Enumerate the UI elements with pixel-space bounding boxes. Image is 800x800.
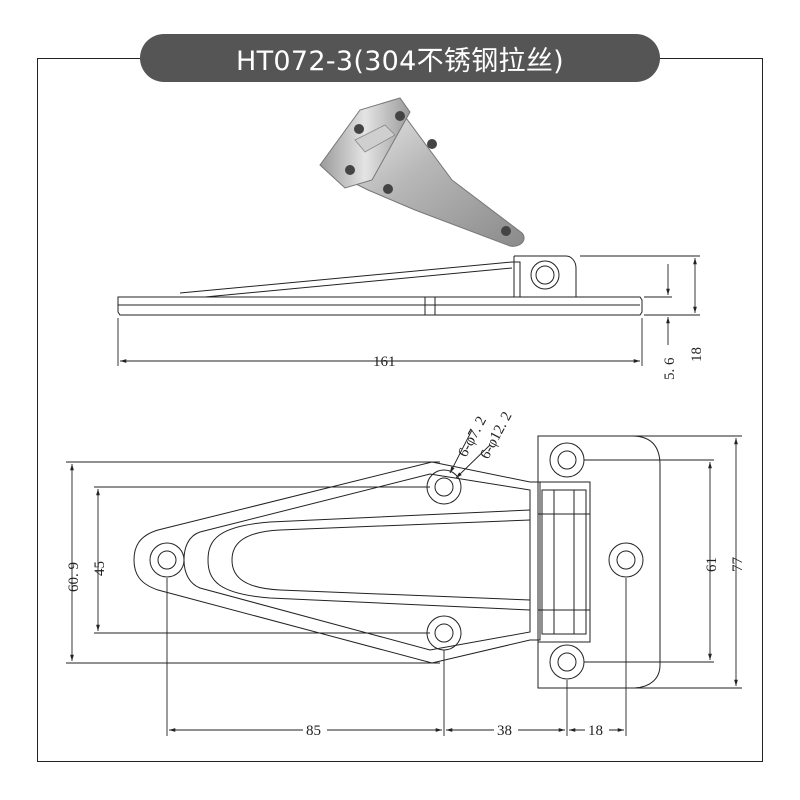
height-label: 18 bbox=[689, 347, 705, 362]
title-badge: HT072-3(304不锈钢拉丝) bbox=[140, 34, 660, 82]
top-dimensions: 6-φ7. 2 6-φ12. 2 60. 9 45 61 77 85 38 18 bbox=[66, 409, 746, 739]
thickness-label: 5. 6 bbox=[662, 357, 678, 380]
hole-large-label: 6-φ12. 2 bbox=[477, 409, 515, 462]
height-outer-label: 60. 9 bbox=[66, 562, 82, 592]
pitch-a-label: 85 bbox=[306, 723, 321, 739]
side-dimensions: 161 5. 6 18 bbox=[117, 255, 705, 380]
product-title: HT072-3(304不锈钢拉丝) bbox=[236, 45, 564, 77]
top-view bbox=[133, 435, 661, 689]
plate-inner-label: 61 bbox=[704, 557, 720, 572]
pitch-c-label: 18 bbox=[588, 723, 603, 739]
height-inner-label: 45 bbox=[92, 561, 108, 576]
plate-outer-label: 77 bbox=[730, 557, 746, 573]
side-view bbox=[117, 255, 643, 316]
stainless-hinge-photo bbox=[319, 97, 525, 247]
length-label: 161 bbox=[373, 354, 396, 370]
pitch-b-label: 38 bbox=[497, 723, 512, 739]
